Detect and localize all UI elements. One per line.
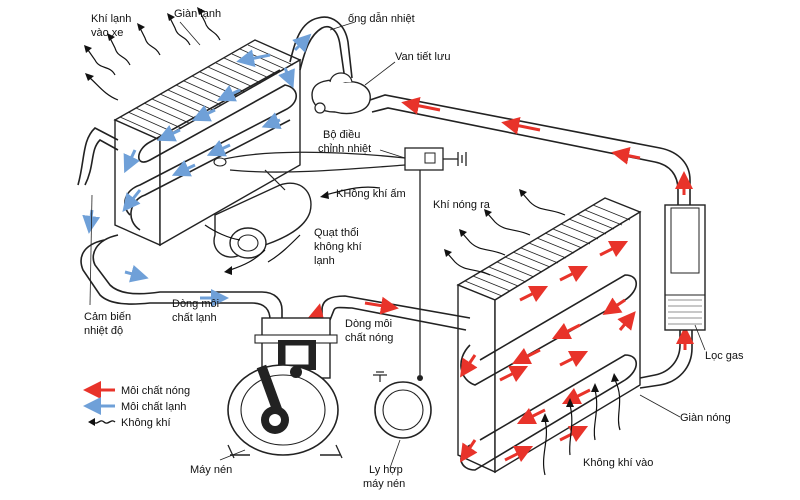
receiver-filter [664, 204, 706, 331]
label-hot-flow-1: Dòng môi [345, 318, 392, 330]
legend-air-label: Không khí [121, 417, 171, 429]
label-clutch-2: máy nén [363, 478, 405, 490]
condenser-unit [456, 197, 642, 474]
expansion-valve [311, 72, 371, 115]
label-cold-flow-1: Dòng môi [172, 298, 219, 310]
label-temp-sensor-1: Cảm biến [84, 311, 131, 323]
label-cold-air-in-car-1: Khí lạnh [91, 13, 131, 25]
blower [213, 169, 312, 259]
label-thermostat-2: chỉnh nhiệt [318, 143, 371, 155]
label-condenser: Giàn nóng [680, 412, 731, 424]
label-receiver-filter: Lọc gas [705, 350, 744, 362]
label-clutch-1: Ly hợp [369, 464, 403, 476]
compressor [227, 317, 343, 459]
pipe-flow-arrows [82, 33, 694, 350]
label-hot-flow-2: chất nóng [345, 332, 393, 344]
text-labels: Khí lạnh vào xe Giàn lạnh ống dẫn nhiệt … [84, 8, 744, 490]
legend [83, 381, 116, 426]
legend-cold-label: Môi chất lạnh [121, 401, 186, 413]
thermostat [213, 147, 467, 375]
label-cold-air-in-car-2: vào xe [91, 27, 123, 39]
evaporator-cold-arrows [122, 49, 295, 213]
label-blower-3: lạnh [314, 255, 335, 267]
leader-lines [89, 21, 706, 469]
label-cold-flow-2: chất lạnh [172, 312, 217, 324]
air-flow-arrows [84, 7, 621, 476]
label-thermostat-1: Bộ điều [323, 129, 360, 141]
label-evaporator: Giàn lạnh [174, 8, 221, 20]
condenser-hot-arrows [460, 240, 636, 463]
label-hot-air-out: Khí nóng ra [433, 199, 491, 211]
condenser-fins [464, 204, 631, 297]
label-temp-sensor-2: nhiệt độ [84, 325, 123, 337]
label-humid-air: KHông khí ấm [336, 188, 406, 200]
label-expansion-valve: Van tiết lưu [395, 51, 450, 63]
label-compressor: Máy nén [190, 464, 232, 476]
compressor-clutch [373, 371, 432, 439]
legend-air-wave [93, 420, 116, 424]
legend-hot-label: Môi chất nóng [121, 385, 190, 397]
label-blower-1: Quạt thổi [314, 227, 359, 239]
label-blower-2: không khí [314, 241, 362, 253]
label-air-in: Không khí vào [583, 457, 653, 469]
label-heat-pipe: ống dẫn nhiệt [348, 12, 415, 25]
